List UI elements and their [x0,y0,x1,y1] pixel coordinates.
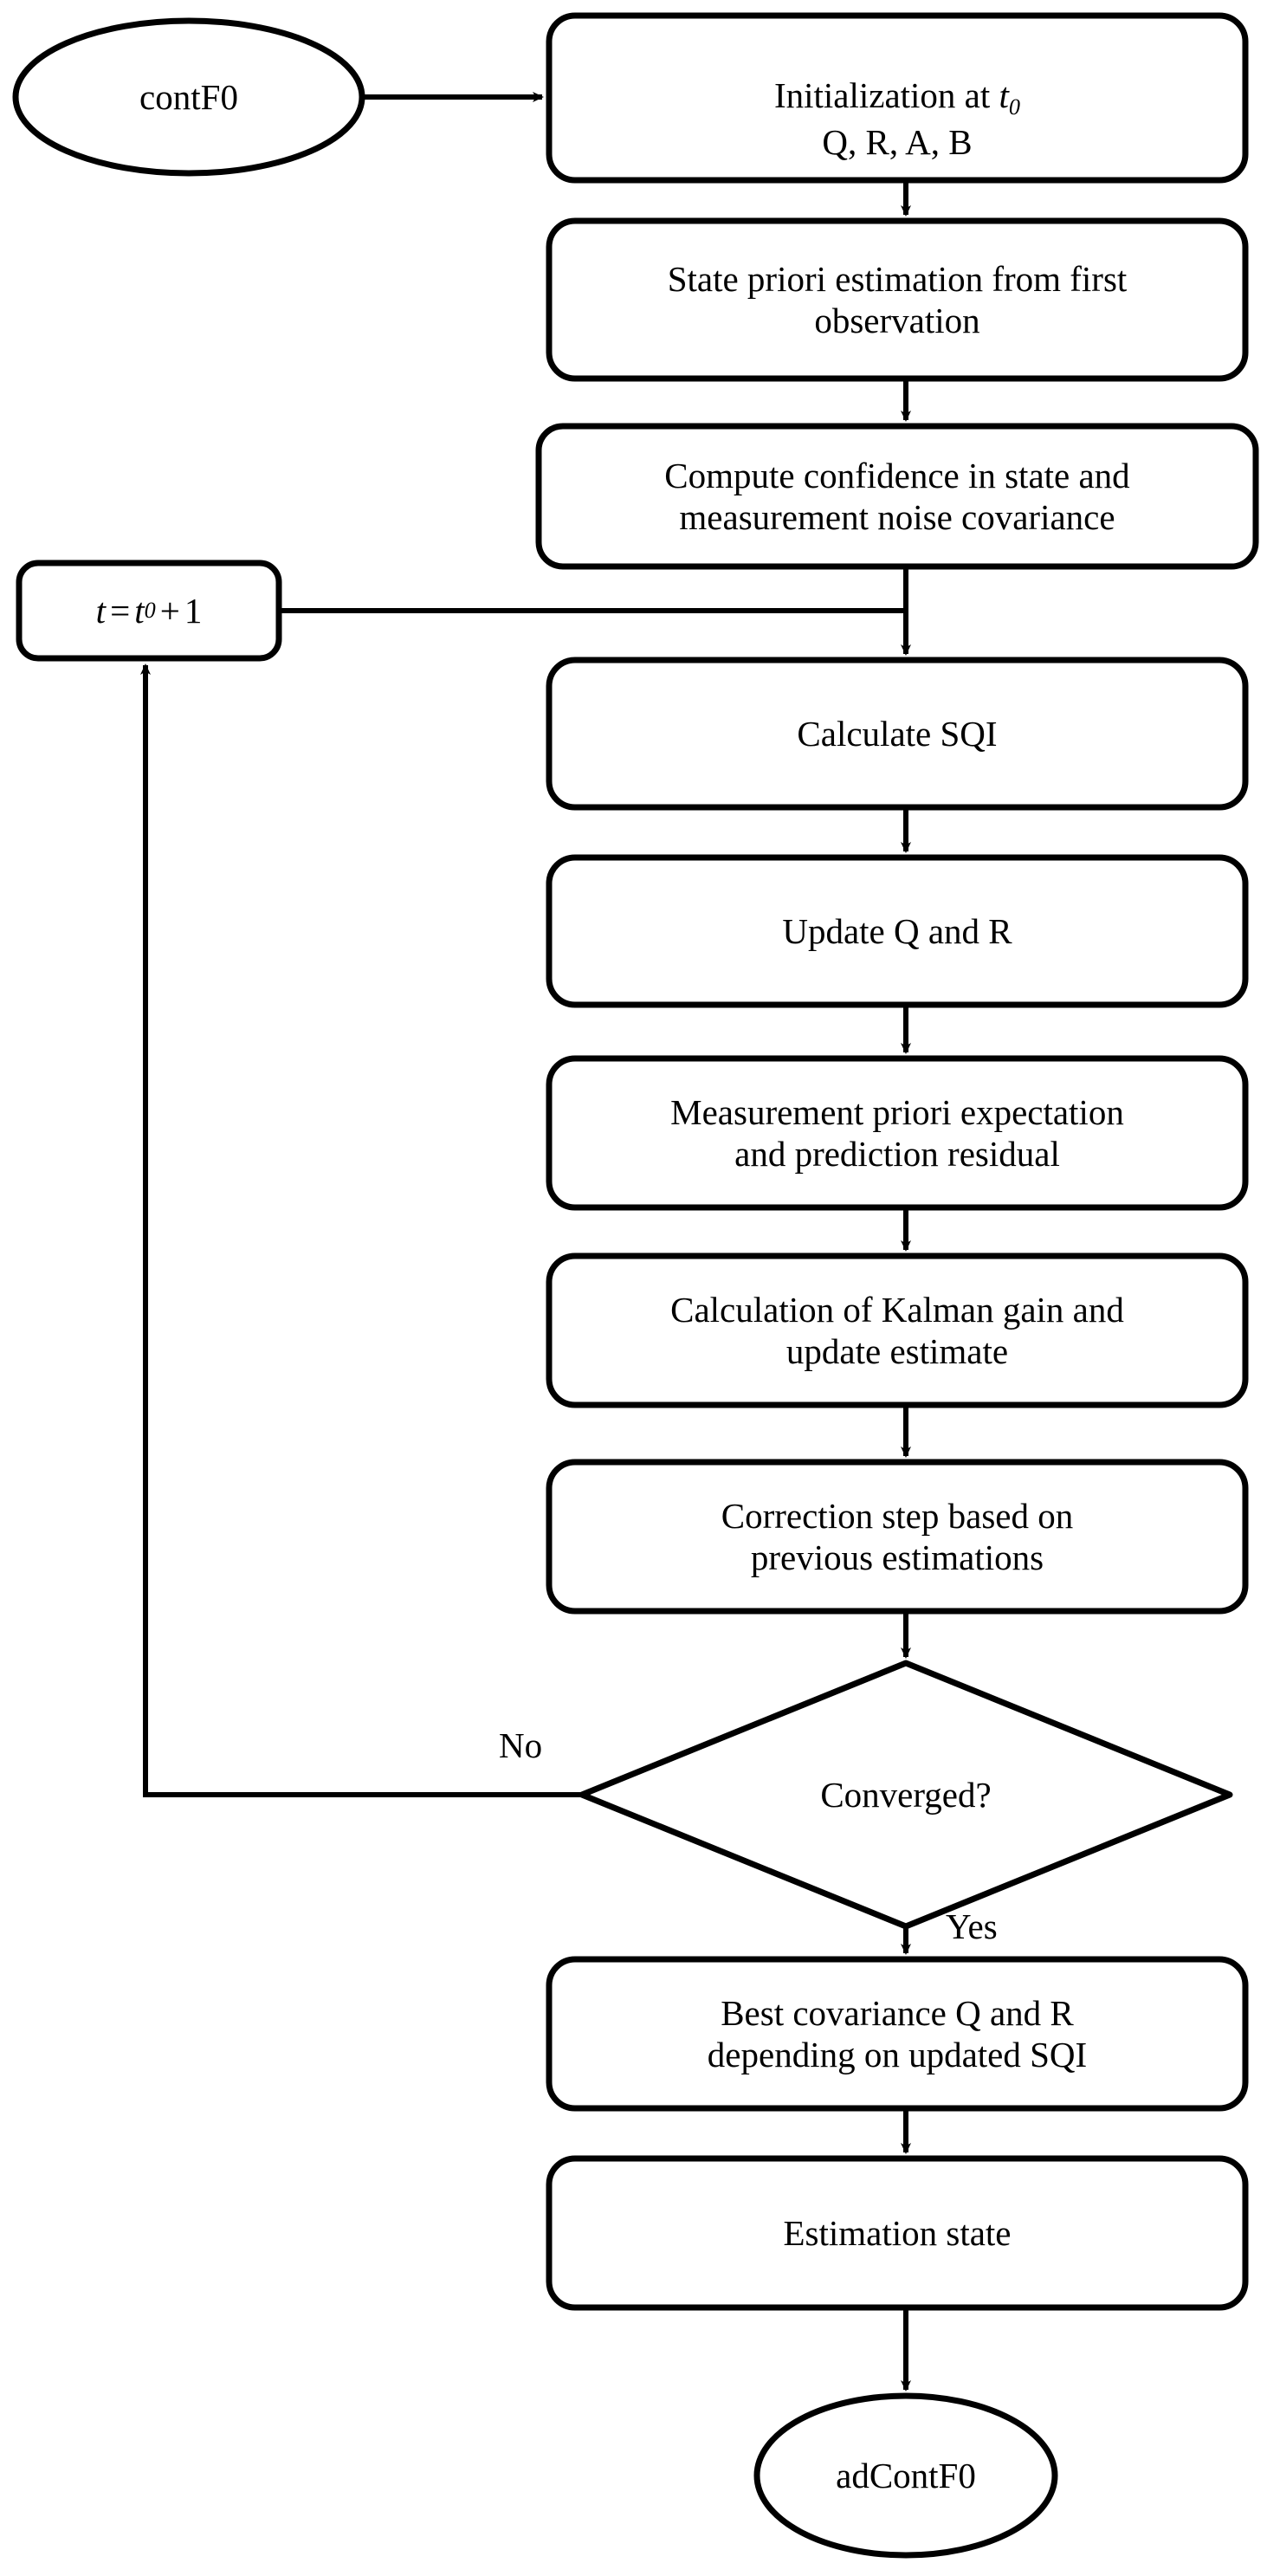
start-node-shape[interactable] [12,17,365,177]
init-node-shape[interactable] [546,12,1249,184]
update-qr-node-shape[interactable] [546,854,1249,1008]
correction-step-node-shape[interactable] [546,1459,1249,1615]
state-priori-node-shape[interactable] [546,217,1249,382]
converged-decision-shape[interactable] [579,1660,1233,1930]
compute-confidence-node-shape[interactable] [535,423,1259,570]
time-increment-node-shape[interactable] [16,560,282,662]
end-node-shape[interactable] [753,2392,1058,2559]
calculate-sqi-node-shape[interactable] [546,657,1249,811]
measurement-priori-node-shape[interactable] [546,1055,1249,1211]
estimation-state-node-shape[interactable] [546,2155,1249,2311]
kalman-gain-node-shape[interactable] [546,1252,1249,1408]
best-covariance-node-shape[interactable] [546,1956,1249,2112]
edge-label-no: No [499,1725,543,1765]
edge-label-yes: Yes [946,1906,998,1946]
edge-converged-no-feedback [140,663,582,1797]
